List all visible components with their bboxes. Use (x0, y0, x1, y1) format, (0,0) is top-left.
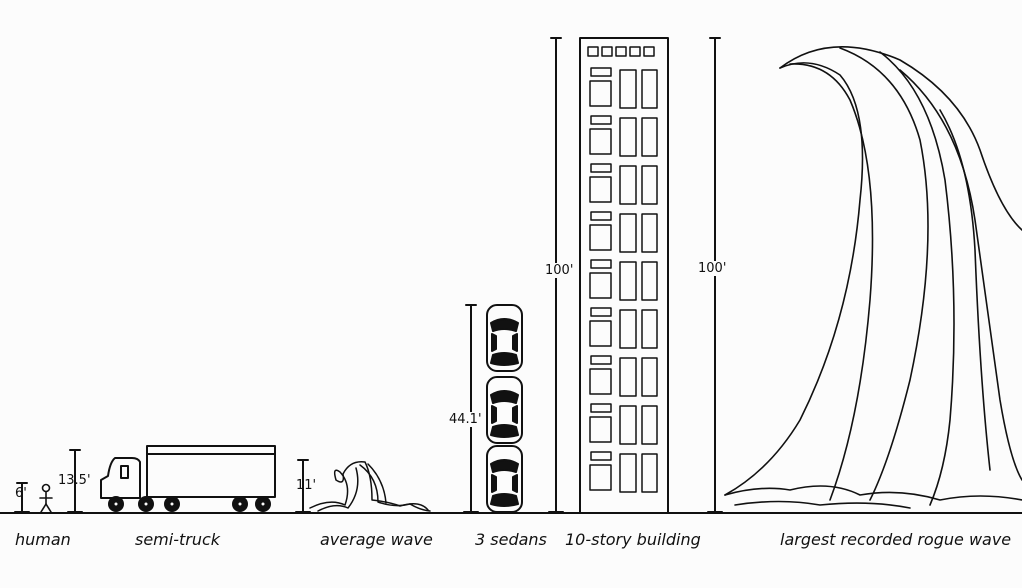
average-wave-drawing (309, 461, 431, 512)
building-window (589, 80, 612, 107)
building-window (619, 165, 637, 205)
sedan-rear-window (490, 493, 519, 507)
building-window (589, 320, 612, 347)
building-window (589, 272, 612, 299)
building-window (589, 416, 612, 443)
building-window (589, 224, 612, 251)
building-window (589, 368, 612, 395)
building-window (641, 357, 658, 397)
measurement-rogue-wave: 100' (698, 261, 727, 276)
sedan-body (486, 376, 523, 444)
building-window (590, 259, 612, 269)
building-window (589, 128, 612, 155)
sedan-rear-window (490, 352, 519, 366)
building-window (629, 46, 641, 57)
sedan (486, 445, 523, 513)
sedan (486, 304, 523, 372)
sedans-drawing (486, 304, 523, 513)
building-window (641, 69, 658, 109)
building-window (641, 261, 658, 301)
building-window (619, 405, 637, 445)
building-window (619, 357, 637, 397)
human-figure (39, 483, 53, 513)
building-window (641, 165, 658, 205)
label-building: 10-story building (565, 530, 701, 549)
sedan (486, 376, 523, 444)
sedan-windshield (490, 318, 519, 332)
building-window (589, 464, 612, 491)
building-window (590, 163, 612, 173)
building-window (590, 451, 612, 461)
building-window (619, 309, 637, 349)
building-window (619, 69, 637, 109)
building-window (590, 67, 612, 77)
building-window (641, 117, 658, 157)
label-rogue-wave: largest recorded rogue wave (780, 530, 1012, 549)
building-window (641, 213, 658, 253)
building-window (615, 46, 627, 57)
building-window (641, 309, 658, 349)
label-semi-truck: semi-truck (135, 530, 221, 549)
building-window (587, 46, 599, 57)
sedan-side-windows (491, 405, 518, 424)
building-window (641, 453, 658, 493)
sedan-side-windows (491, 474, 518, 493)
sedan-rear-window (490, 424, 519, 438)
semi-truck-drawing (100, 445, 276, 512)
building-window (641, 405, 658, 445)
building-window (619, 261, 637, 301)
sedan-side-windows (491, 333, 518, 352)
sedan-windshield (490, 390, 519, 404)
sedan-windshield (490, 459, 519, 473)
measurement-semi-truck: 13.5' (58, 473, 91, 488)
dimension-line-truck (67, 449, 83, 514)
building-window (590, 403, 612, 413)
dimension-line-human (14, 482, 30, 514)
label-sedans: 3 sedans (475, 530, 547, 549)
building-window (590, 307, 612, 317)
dimension-line-average-wave (295, 459, 311, 514)
building-window (619, 453, 637, 493)
label-human: human (15, 530, 71, 549)
building-window (590, 211, 612, 221)
dimension-line-sedans (463, 304, 479, 514)
building-window (590, 115, 612, 125)
building-window (619, 117, 637, 157)
building-window (590, 355, 612, 365)
measurement-human: 6' (15, 486, 27, 501)
sedan-body (486, 304, 523, 372)
measurement-building: 100' (545, 263, 574, 278)
building-window (589, 176, 612, 203)
building-window (619, 213, 637, 253)
measurement-sedans: 44.1' (449, 412, 482, 427)
building-window (601, 46, 613, 57)
label-average-wave: average wave (320, 530, 433, 549)
building-drawing (579, 37, 669, 514)
building-window (643, 46, 655, 57)
rogue-wave-drawing (724, 46, 1022, 509)
measurement-average-wave: 11' (296, 478, 317, 493)
sedan-body (486, 445, 523, 513)
